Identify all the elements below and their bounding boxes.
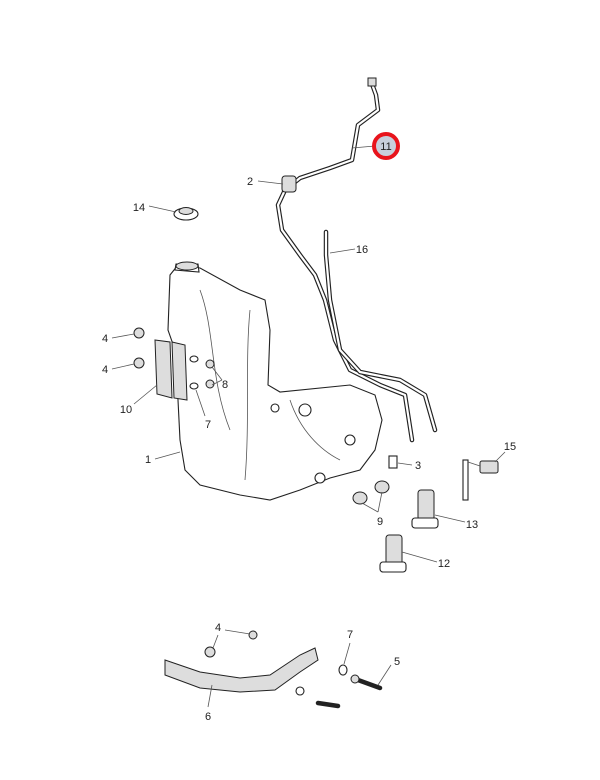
washer-7 [189,355,199,390]
leader-lines [111,145,506,708]
callout-13[interactable]: 13 [466,519,478,531]
callout-1[interactable]: 1 [145,454,151,466]
bolt-8 [205,359,215,389]
callout-8[interactable]: 8 [222,379,228,391]
callout-12[interactable]: 12 [438,558,450,570]
callout-9[interactable]: 9 [377,516,383,528]
support-bracket-6 [164,630,319,693]
pump-12 [379,534,407,573]
callout-11[interactable]: 11 [380,141,391,153]
grommet-9 [352,480,390,505]
callout-16[interactable]: 16 [356,244,368,256]
hose-end-fitting [367,77,377,87]
level-sensor-15 [462,459,499,501]
bolt-5 [295,674,383,709]
callout-6[interactable]: 6 [205,711,211,723]
highlight-ring [372,132,400,160]
bracket-10 [154,339,173,399]
callout-15[interactable]: 15 [504,441,516,453]
bracket-plate [171,341,188,401]
callout-7[interactable]: 7 [205,419,211,431]
washer-7b [338,664,348,676]
callout-5[interactable]: 5 [394,656,400,668]
callout-14[interactable]: 14 [133,202,145,214]
hose-16 [323,229,438,433]
hose-connector [281,175,297,193]
callout-4[interactable]: 4 [215,622,221,634]
pump-13 [411,489,439,529]
filler-cap-14 [173,207,199,221]
clip-3 [388,455,398,469]
callout-7[interactable]: 7 [347,629,353,641]
callout-2[interactable]: 2 [247,176,253,188]
nut-4b [133,357,145,369]
hose-2 [275,81,415,443]
callout-3[interactable]: 3 [415,460,421,472]
callout-4[interactable]: 4 [102,364,108,376]
nut-4a [133,327,145,339]
washer-reservoir-1 [167,261,383,501]
callout-10[interactable]: 10 [120,404,132,416]
callout-4[interactable]: 4 [102,333,108,345]
